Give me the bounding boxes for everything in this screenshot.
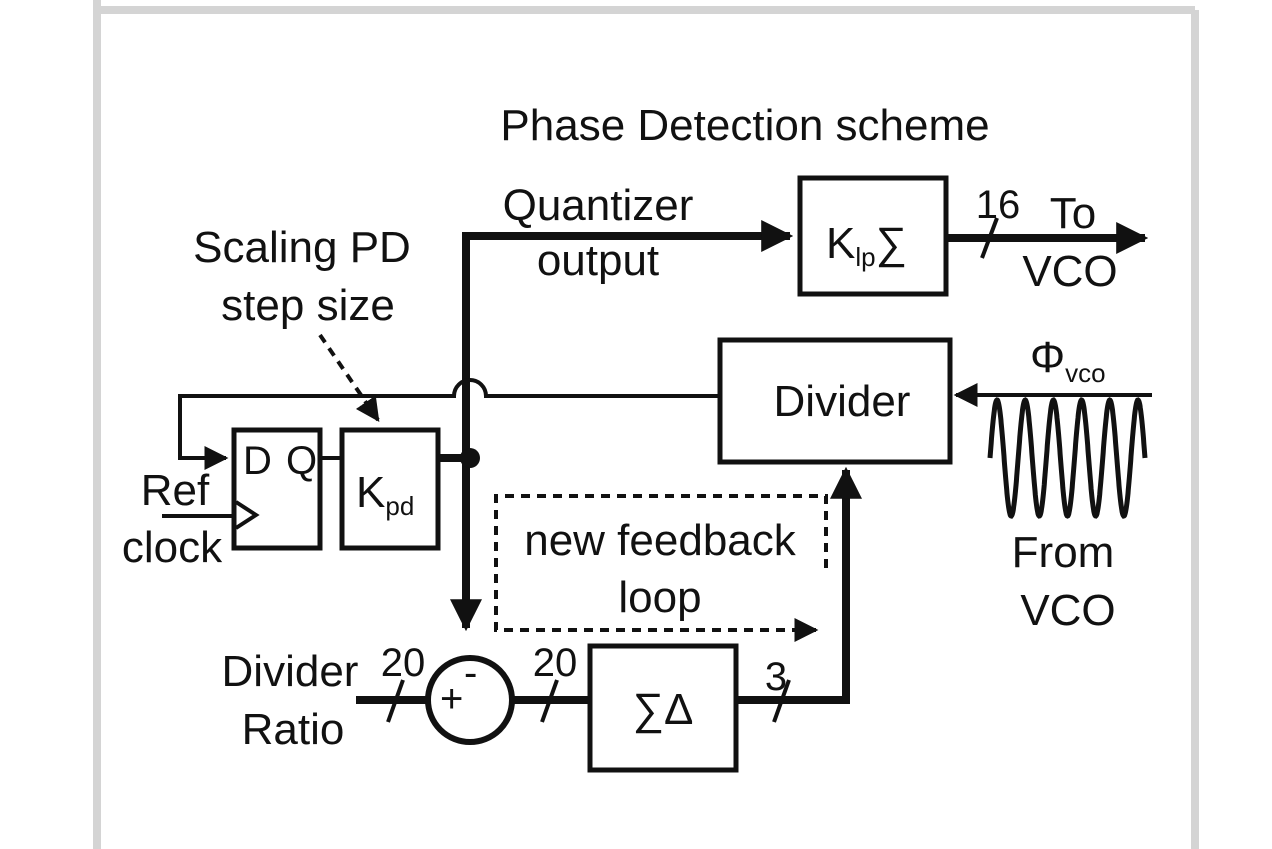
sum-out-bus-slash: [540, 679, 559, 723]
diagram-title: Phase Detection scheme: [500, 101, 989, 150]
ref-label: Ref: [141, 466, 210, 515]
divider-block: [717, 337, 953, 465]
to-vco-bus-width: 16: [976, 183, 1021, 227]
adder-minus: -: [464, 651, 477, 695]
divider-ratio-label-line1: Divider: [222, 647, 359, 696]
vco-waveform-icon: [987, 397, 1148, 519]
to-vco-bus-slash: [980, 217, 999, 259]
divider-ratio-bus-slash: [386, 679, 405, 723]
phi-vco-label: Φvco: [1030, 333, 1106, 388]
dff-clock-symbol: [234, 500, 260, 530]
feedback-label-line1: new feedback: [524, 516, 797, 565]
adder-plus: +: [440, 677, 463, 721]
junction-dot: [460, 448, 480, 468]
sd-out-bus-slash: [772, 679, 791, 723]
scaling-arrow: [318, 333, 380, 422]
to-vco-label-line2: VCO: [1022, 247, 1117, 296]
new-feedback-loop: [494, 494, 828, 642]
from-vco-label-line1: From: [1012, 528, 1115, 577]
klp-label: Klp∑: [826, 219, 907, 272]
sigma-delta-block: [587, 643, 739, 773]
sum-out-bus-width: 20: [533, 641, 578, 685]
kpd-label: Kpd: [356, 468, 414, 521]
divider-feedback-line: [178, 378, 720, 470]
dff-q-label: Q: [286, 439, 317, 483]
quantizer-label-line2: output: [537, 236, 659, 285]
to-vco-label-line1: To: [1050, 189, 1096, 238]
dff-d-label: D: [243, 439, 272, 483]
clock-label: clock: [122, 523, 223, 572]
panel-frame: [93, 0, 1199, 849]
scaling-label-line2: step size: [221, 281, 395, 330]
kpd-block: [339, 427, 441, 551]
klp-block: [797, 175, 949, 297]
sd-to-divider-line: [736, 466, 862, 704]
quantizer-label-line1: Quantizer: [503, 181, 694, 230]
divider-label: Divider: [774, 377, 911, 426]
scaling-label-line1: Scaling PD: [193, 223, 411, 272]
divider-ratio-label-line2: Ratio: [242, 705, 345, 754]
dff-block: [231, 427, 323, 551]
sd-out-bus-width: 3: [765, 655, 787, 699]
feedback-label-line2: loop: [618, 573, 701, 622]
divider-ratio-bus-width: 20: [381, 641, 426, 685]
sigma-delta-label: ∑Δ: [633, 685, 694, 734]
from-vco-label-line2: VCO: [1020, 586, 1115, 635]
